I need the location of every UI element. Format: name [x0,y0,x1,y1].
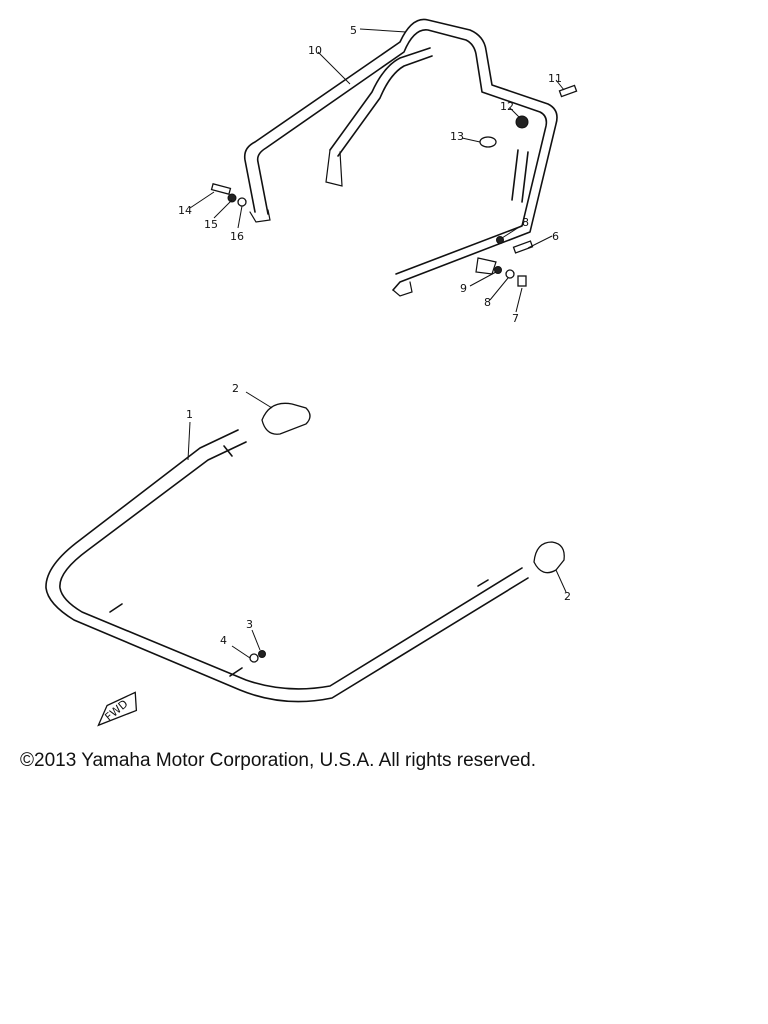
callout-15: 15 [204,218,218,231]
callout-labels: 5 10 11 12 13 14 15 16 8 6 9 8 7 2 1 2 3… [178,24,571,647]
callout-4: 4 [220,634,227,647]
callout-7: 7 [512,312,519,325]
fwd-direction-marker: FWD [97,691,138,727]
copyright-notice: ©2013 Yamaha Motor Corporation, U.S.A. A… [20,750,536,771]
callout-1: 1 [186,408,193,421]
parts-exploded-diagram: FWD 5 10 11 12 13 14 15 16 8 6 9 8 7 2 1… [45,18,578,727]
bumper-end-caps [261,402,565,574]
callout-10: 10 [308,44,322,57]
upper-leader-lines [189,28,565,313]
callout-13: 13 [450,130,464,143]
callout-3: 3 [246,618,253,631]
callout-6: 6 [552,230,559,243]
callout-14: 14 [178,204,192,217]
callout-8-upper: 8 [522,216,529,229]
callout-12: 12 [500,100,514,113]
callout-9: 9 [460,282,467,295]
lower-bumper-tube [45,429,529,703]
callout-8-lower: 8 [484,296,491,309]
callout-16: 16 [230,230,244,243]
upper-grab-bar-frame [243,18,558,297]
upper-hardware [210,84,578,287]
lower-hardware [249,650,266,663]
callout-5: 5 [350,24,357,37]
callout-11: 11 [548,72,562,85]
callout-2-left: 2 [232,382,239,395]
lower-leader-lines [187,391,567,659]
callout-2-right: 2 [564,590,571,603]
